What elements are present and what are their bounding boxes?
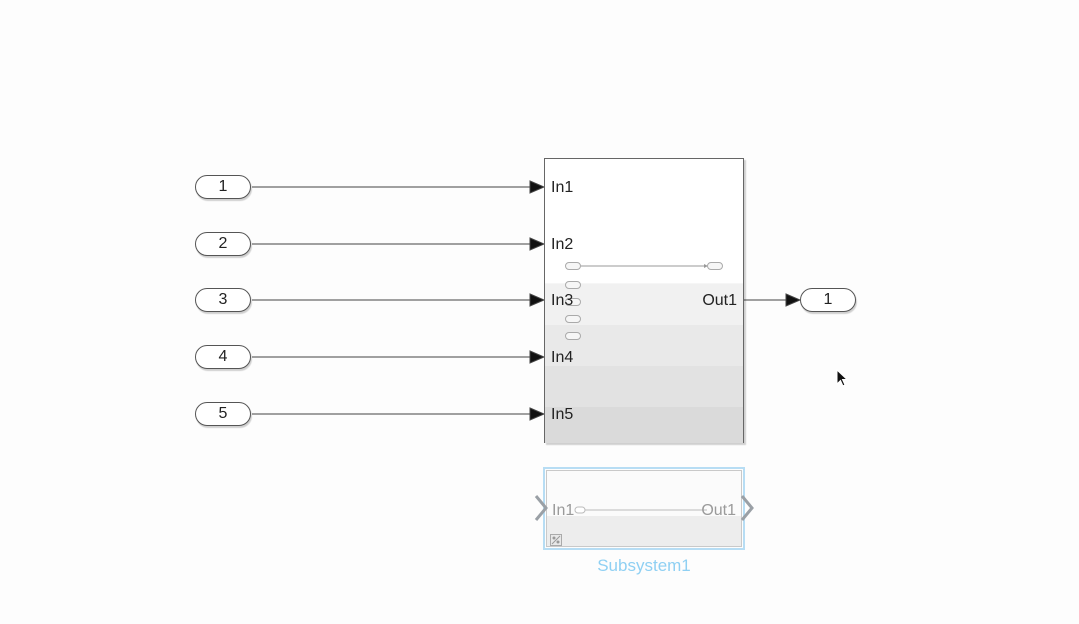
block-shade-band — [545, 407, 743, 443]
preview-inport — [565, 332, 581, 340]
inport-block-3[interactable]: 3 — [195, 288, 251, 312]
subsystem-badge-icon — [550, 534, 562, 546]
port-label-out1: Out1 — [702, 292, 737, 309]
preview-inport — [565, 315, 581, 323]
block-shade-band — [545, 366, 743, 407]
arrowhead-2 — [529, 237, 546, 251]
arrow-cursor-icon — [836, 369, 849, 387]
inport-label: 2 — [218, 235, 228, 252]
arrowhead-5 — [529, 407, 546, 421]
preview-inport — [565, 298, 581, 306]
port-label-in1: In1 — [551, 179, 574, 196]
subsystem1-name-label[interactable]: Subsystem1 — [597, 556, 691, 575]
outport-block-1[interactable]: 1 — [800, 288, 856, 312]
subsystem1-input-label: In1 — [552, 502, 575, 519]
preview-inport — [565, 262, 581, 270]
preview-inport — [565, 281, 581, 289]
arrowhead-1 — [529, 180, 546, 194]
subsystem-preview — [581, 264, 708, 268]
subsystem1-input-chevron-icon[interactable] — [532, 494, 556, 524]
inport-label: 3 — [218, 291, 228, 308]
arrowhead-out — [785, 293, 802, 307]
inport-label: 5 — [218, 405, 228, 422]
port-label-in2: In2 — [551, 236, 574, 253]
subsystem-block[interactable]: In1 In2 In3 In4 In5 Out1 — [544, 158, 744, 443]
inport-block-5[interactable]: 5 — [195, 402, 251, 426]
block-shade-band — [545, 325, 743, 366]
subsystem1-preview — [574, 506, 707, 514]
subsystem1-body: In1 Out1 — [546, 470, 742, 547]
arrowhead-3 — [529, 293, 546, 307]
port-label-in3: In3 — [551, 292, 574, 309]
port-label-in5: In5 — [551, 406, 574, 423]
inport-label: 4 — [218, 348, 228, 365]
outport-label: 1 — [823, 291, 833, 308]
inport-label: 1 — [218, 178, 228, 195]
preview-outport — [707, 262, 723, 270]
arrowhead-4 — [529, 350, 546, 364]
inport-block-4[interactable]: 4 — [195, 345, 251, 369]
subsystem1-output-chevron-icon[interactable] — [738, 494, 762, 524]
inport-block-1[interactable]: 1 — [195, 175, 251, 199]
port-label-in4: In4 — [551, 349, 574, 366]
subsystem1-output-label: Out1 — [701, 502, 736, 519]
subsystem1-block[interactable]: In1 Out1 — [543, 467, 745, 550]
inport-block-2[interactable]: 2 — [195, 232, 251, 256]
